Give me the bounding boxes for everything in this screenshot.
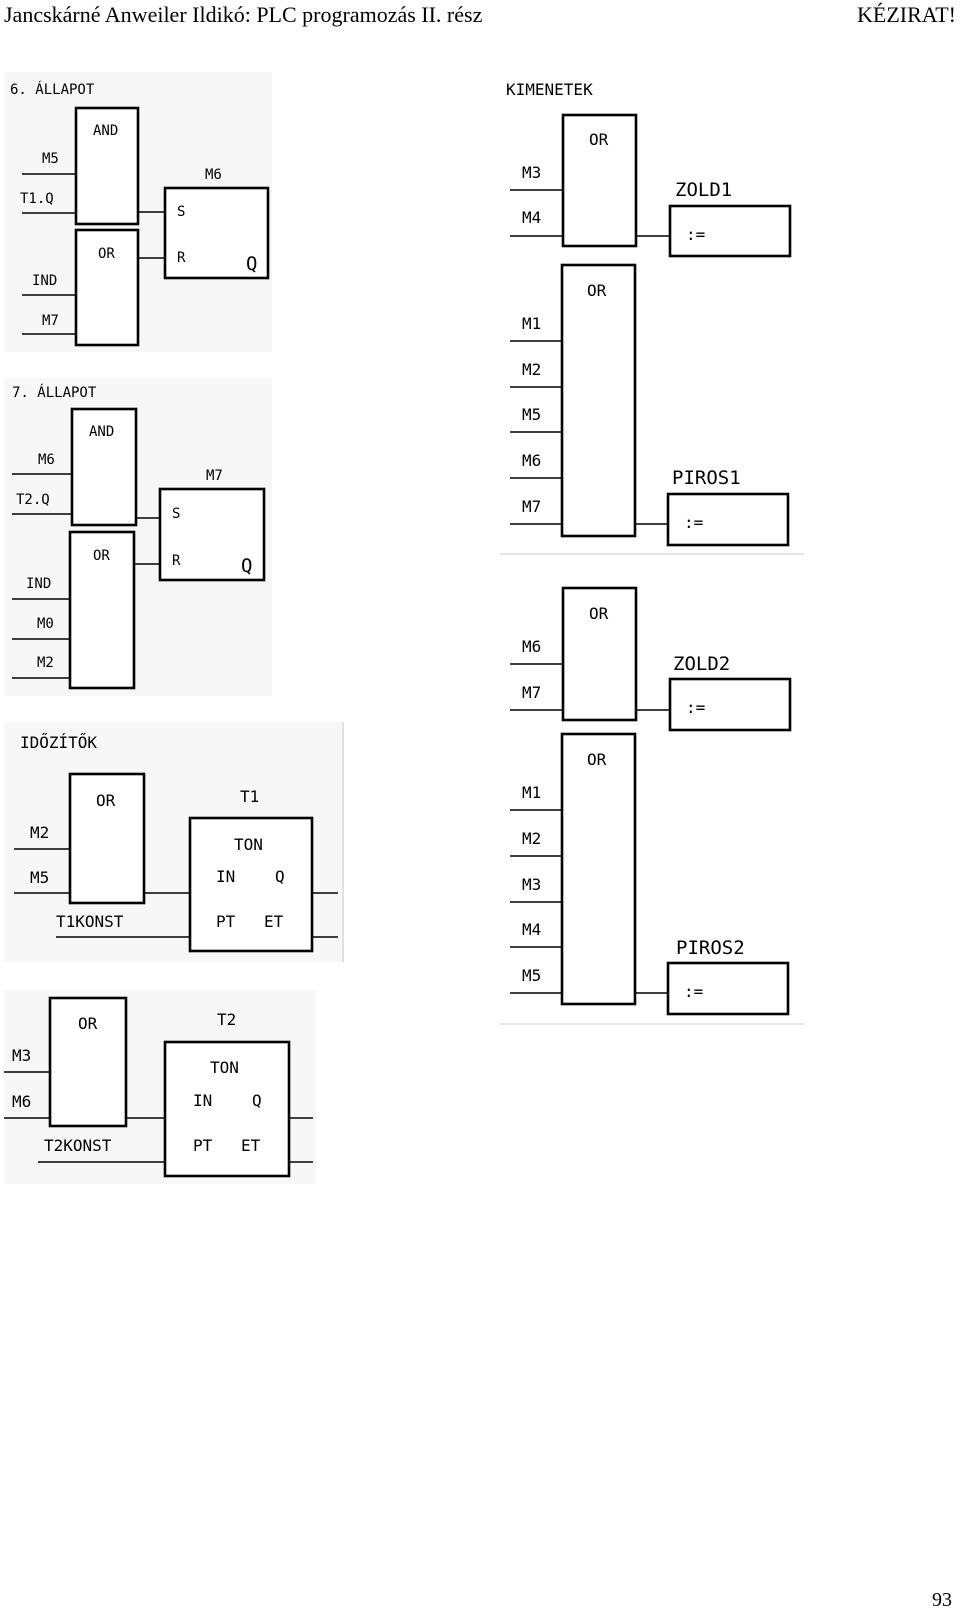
state7-and-input-1: M6	[38, 452, 55, 468]
state7-or-input-1: IND	[26, 576, 51, 592]
state7-and-input-2: T2.Q	[16, 492, 50, 508]
timer2-or-input-1: M3	[12, 1046, 31, 1065]
timer2-or-input-2: M6	[12, 1092, 31, 1111]
timer2-or-block	[48, 996, 128, 1128]
piros1-assign-block	[666, 492, 790, 547]
state6-and-block	[74, 106, 140, 226]
piros2-input-3: M3	[522, 875, 541, 894]
state6-diagram: 6. ÁLLAPOT AND M5 T1.Q OR IND M7 M6 S R …	[10, 81, 270, 347]
zold1-input-2: M4	[522, 208, 541, 227]
state6-sr-reset: R	[177, 250, 186, 266]
timer1-ton-block	[188, 816, 314, 953]
piros2-input-1: M1	[522, 783, 541, 802]
piros1-or-block	[560, 263, 637, 538]
state6-or-label: OR	[98, 246, 115, 262]
piros2-assign: :=	[684, 982, 703, 1001]
timer1-q-port: Q	[275, 867, 285, 886]
state6-sr-block	[163, 186, 270, 280]
state6-sr-output: Q	[246, 253, 257, 275]
piros2-input-4: M4	[522, 920, 541, 939]
piros1-name: PIROS1	[672, 467, 741, 489]
page-header-title: Jancskárné Anweiler Ildikó: PLC programo…	[4, 2, 483, 27]
zold2-name: ZOLD2	[673, 653, 730, 675]
timer1-const: T1KONST	[56, 912, 124, 931]
state7-and-block	[70, 407, 138, 527]
state6-sr-name: M6	[205, 167, 222, 183]
timer2-ton-block	[163, 1040, 291, 1178]
state7-sr-reset: R	[172, 553, 181, 569]
timer2-diagram: OR M3 M6 T2KONST T2 TON IN Q PT ET	[4, 996, 313, 1178]
state6-or-block	[74, 228, 140, 347]
zold2-or-block	[561, 586, 638, 722]
timer1-or-label: OR	[96, 791, 116, 810]
piros1-input-3: M5	[522, 405, 541, 424]
timer2-or-label: OR	[78, 1014, 98, 1033]
state7-or-block	[68, 530, 136, 690]
state7-diagram: 7. ÁLLAPOT AND M6 T2.Q OR IND M0 M2 M7 S…	[12, 384, 266, 690]
zold1-assign: :=	[686, 225, 705, 244]
piros2-name: PIROS2	[676, 937, 745, 959]
zold1-assign-block	[668, 204, 792, 258]
piros1-or-label: OR	[587, 281, 607, 300]
timer1-or-block	[68, 772, 146, 905]
state7-sr-name: M7	[206, 468, 223, 484]
timer1-diagram: IDŐZÍTŐK OR M2 M5 T1KONST T1 TON IN Q PT…	[14, 722, 344, 962]
state6-or-input-2: M7	[42, 313, 59, 329]
state6-or-input-1: IND	[32, 273, 57, 289]
manuscript-label: KÉZIRAT!	[857, 2, 956, 27]
timer2-ton-label: TON	[210, 1058, 239, 1077]
piros1-assign: :=	[684, 513, 703, 532]
piros2-or-label: OR	[587, 750, 607, 769]
timer2-name: T2	[217, 1010, 236, 1029]
zold2-assign: :=	[686, 698, 705, 717]
zold2-or-label: OR	[589, 604, 609, 623]
timers-title: IDŐZÍTŐK	[20, 732, 97, 752]
timer1-in-port: IN	[216, 867, 235, 886]
outputs-diagram: KIMENETEK OR M3 M4 ZOLD1 := OR M1 M2 M5 …	[500, 80, 804, 1025]
state7-sr-block	[158, 487, 266, 582]
outputs-panel-1	[500, 72, 804, 554]
piros2-input-2: M2	[522, 829, 541, 848]
timer1-pt-port: PT	[216, 912, 236, 931]
state7-sr-output: Q	[241, 555, 252, 577]
state7-title: 7. ÁLLAPOT	[12, 384, 97, 401]
state7-or-input-3: M2	[37, 655, 54, 671]
timer1-name: T1	[240, 787, 259, 806]
timer2-in-port: IN	[193, 1091, 212, 1110]
state6-title: 6. ÁLLAPOT	[10, 81, 95, 98]
timer1-ton-label: TON	[234, 835, 263, 854]
state7-sr-set: S	[172, 506, 180, 522]
outputs-title: KIMENETEK	[506, 80, 593, 99]
piros1-input-4: M6	[522, 451, 541, 470]
zold1-input-1: M3	[522, 163, 541, 182]
zold1-or-label: OR	[589, 130, 609, 149]
state6-and-label: AND	[93, 123, 118, 139]
piros1-input-5: M7	[522, 497, 541, 516]
timer1-et-port: ET	[264, 912, 284, 931]
zold1-name: ZOLD1	[675, 179, 732, 201]
timer1-or-input-1: M2	[30, 823, 49, 842]
state7-or-label: OR	[93, 548, 110, 564]
state6-and-input-2: T1.Q	[20, 191, 54, 207]
piros2-input-5: M5	[522, 966, 541, 985]
timer2-const: T2KONST	[44, 1136, 112, 1155]
zold2-assign-block	[668, 677, 792, 732]
timer1-or-input-2: M5	[30, 868, 49, 887]
state7-and-label: AND	[89, 424, 114, 440]
page-number: 93	[932, 1589, 952, 1611]
piros1-input-2: M2	[522, 360, 541, 379]
state7-or-input-2: M0	[37, 616, 54, 632]
timer2-q-port: Q	[252, 1091, 262, 1110]
timer2-et-port: ET	[241, 1136, 261, 1155]
piros2-assign-block	[666, 961, 790, 1016]
zold1-or-block	[561, 113, 638, 248]
state6-sr-set: S	[177, 204, 185, 220]
piros2-or-block	[560, 732, 637, 1006]
zold2-input-2: M7	[522, 683, 541, 702]
zold2-input-1: M6	[522, 637, 541, 656]
state6-and-input-1: M5	[42, 151, 59, 167]
timer2-pt-port: PT	[193, 1136, 213, 1155]
piros1-input-1: M1	[522, 314, 541, 333]
